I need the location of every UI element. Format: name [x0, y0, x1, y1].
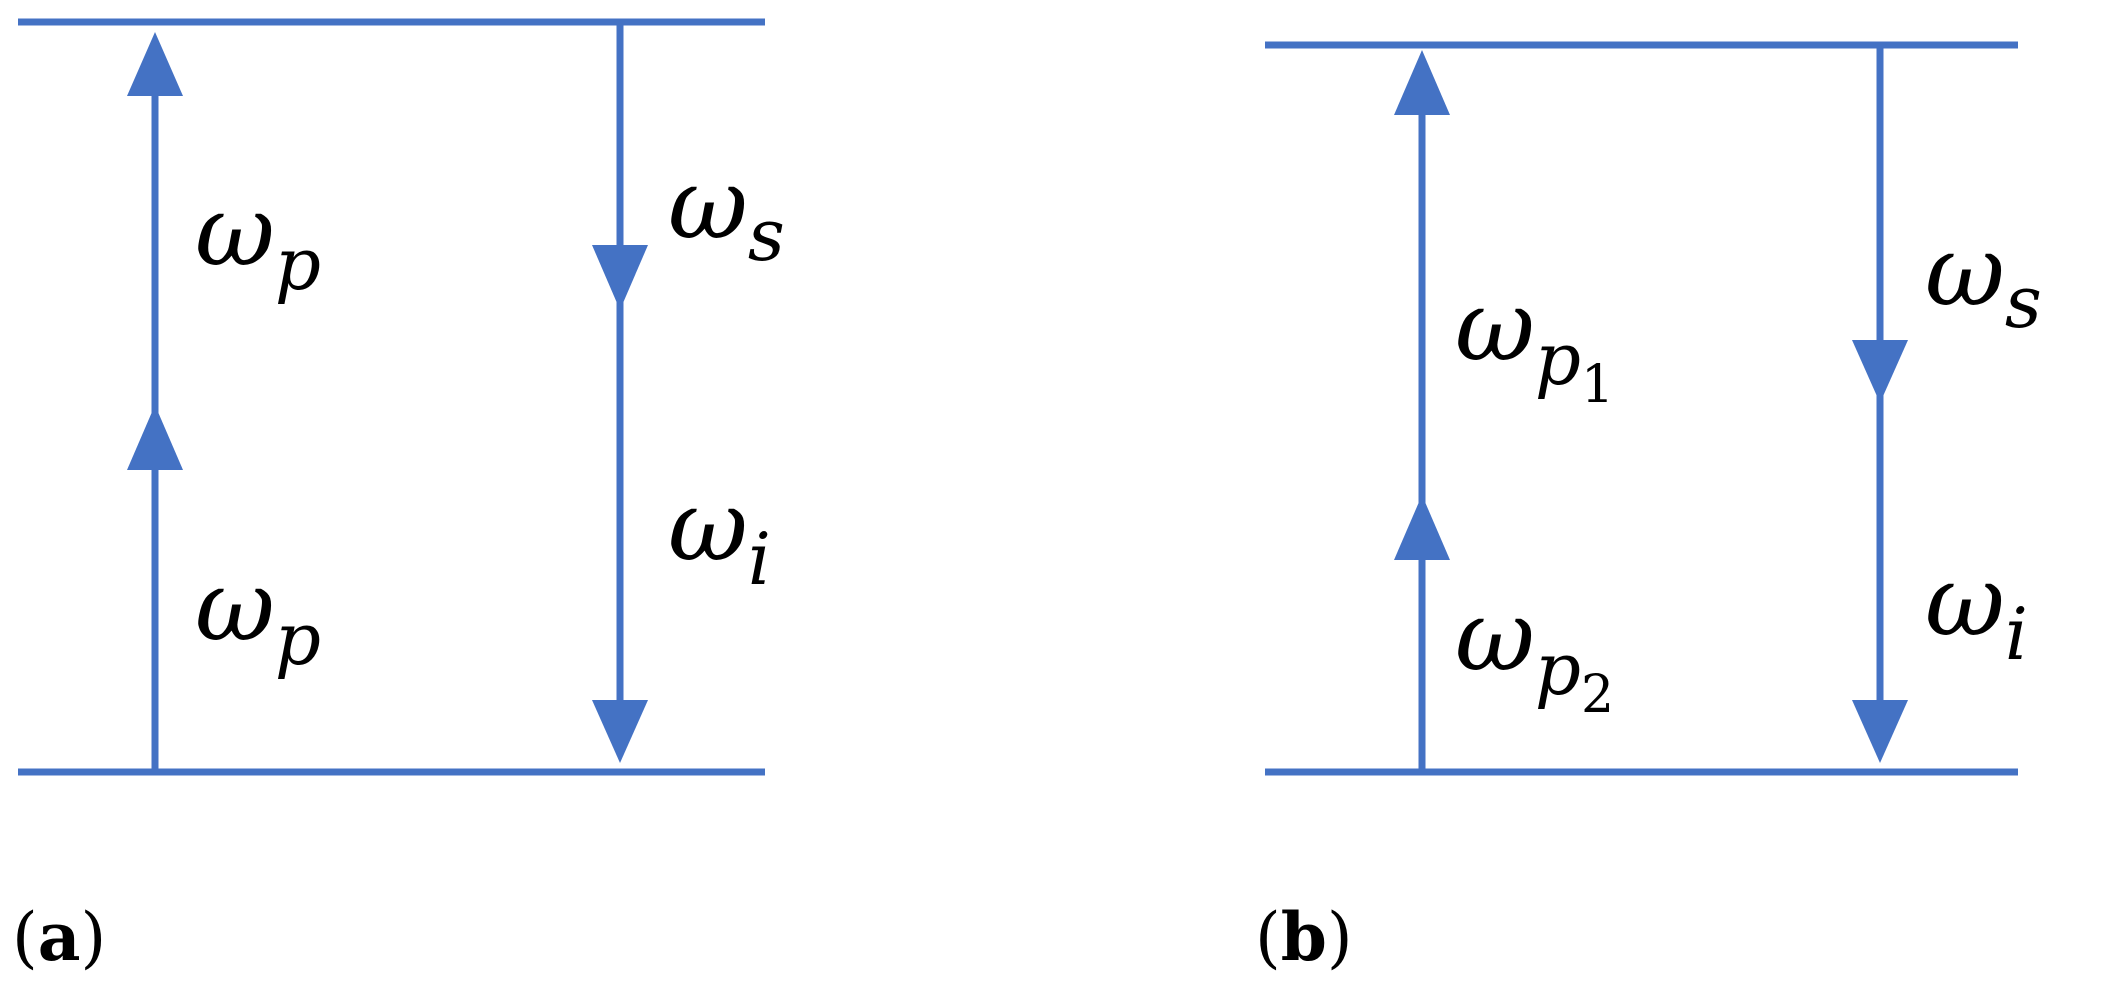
panel-b-pump-lower-arrowhead	[1394, 495, 1450, 560]
panel-b-idler-arrowhead	[1852, 700, 1908, 763]
panel-a-pump-lower-arrowhead	[127, 405, 183, 470]
panel-b: ωp1 ωp2 ωs ωi (b)	[1255, 41, 2042, 976]
panel-a-signal-label: ωs	[668, 148, 785, 277]
panel-b-caption: (b)	[1255, 898, 1353, 976]
panel-a-signal-arrowhead	[592, 245, 648, 310]
panel-a-caption: (a)	[12, 898, 106, 976]
panel-b-pump-lower-label: ωp2	[1455, 580, 1614, 725]
panel-b-idler-label: ωi	[1925, 545, 2028, 676]
panel-a-idler-label: ωi	[668, 470, 771, 601]
panel-b-pump-upper-label: ωp1	[1455, 270, 1614, 415]
panel-b-signal-label: ωs	[1925, 215, 2042, 344]
panel-a: ωp ωp ωs ωi (a)	[12, 18, 785, 976]
panel-a-pump-upper-arrowhead	[127, 32, 183, 96]
panel-a-pump-upper-label: ωp	[195, 175, 321, 306]
panel-b-pump-upper-arrowhead	[1394, 50, 1450, 115]
panel-a-idler-arrowhead	[592, 700, 648, 763]
panel-b-signal-arrowhead	[1852, 340, 1908, 403]
panel-a-pump-lower-label: ωp	[195, 550, 321, 681]
